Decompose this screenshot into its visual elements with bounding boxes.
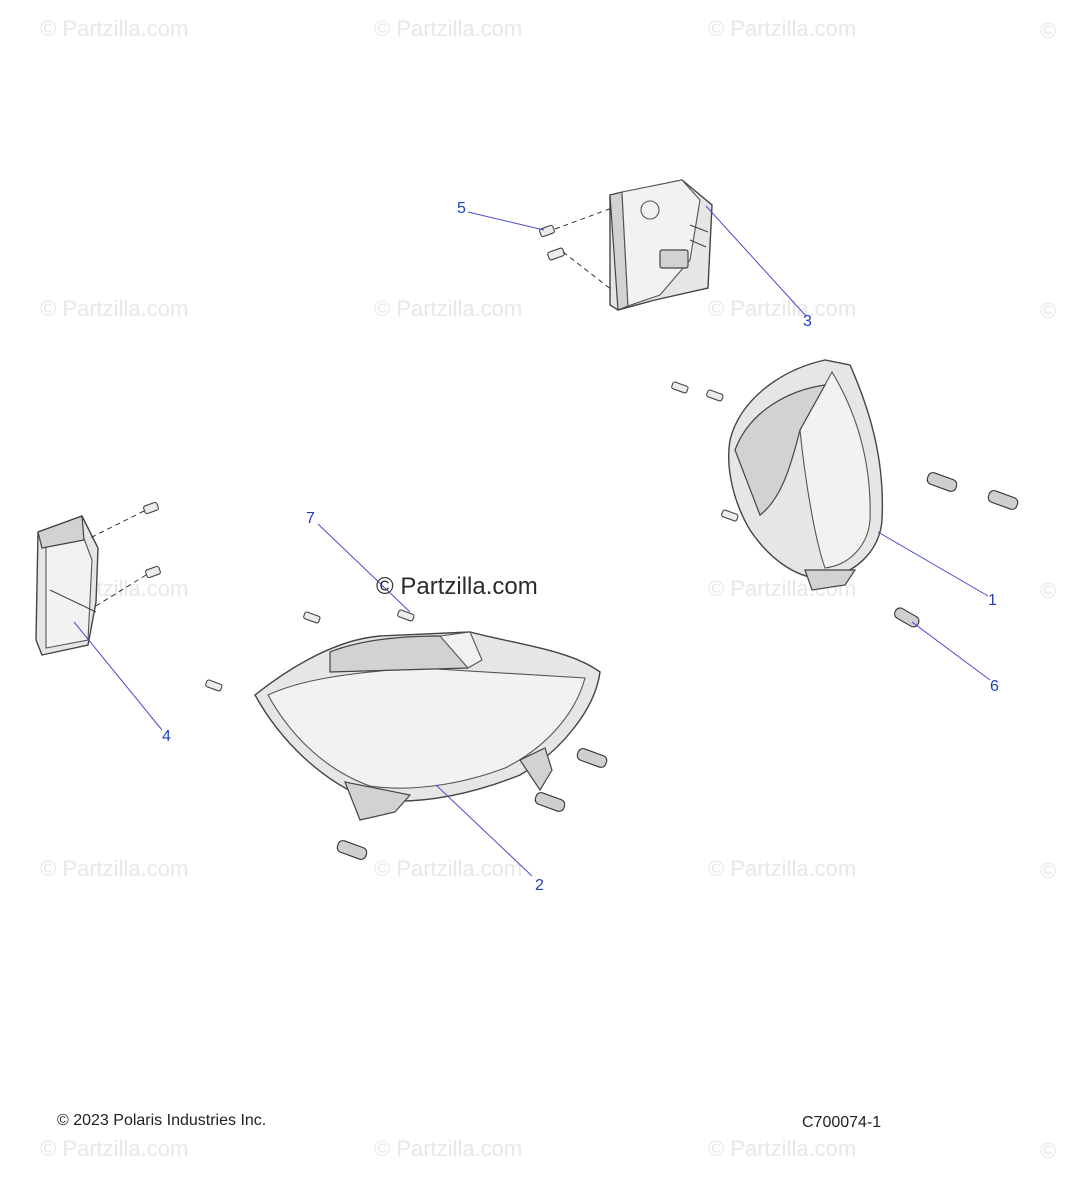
part-1-springs	[926, 472, 1019, 510]
watermark: © Partzilla.com	[708, 1136, 857, 1161]
watermark: © Partzilla.com	[374, 296, 523, 321]
part-2-headlight	[254, 631, 601, 821]
callout-2[interactable]: 2	[535, 877, 544, 894]
drawing-id: C700074-1	[802, 1114, 882, 1131]
watermark: © Partzilla.com	[374, 16, 523, 41]
leader-7	[317, 523, 411, 613]
watermark-edge: ©	[1040, 1138, 1057, 1163]
part-1-headlight	[728, 359, 884, 591]
watermark: © Partzilla.com	[40, 296, 189, 321]
callout-7[interactable]: 7	[306, 510, 315, 527]
callout-3[interactable]: 3	[803, 313, 812, 330]
watermark: © Partzilla.com	[708, 296, 857, 321]
part-2-screws	[205, 609, 415, 692]
leader-2	[435, 784, 533, 877]
center-watermark: © Partzilla.com	[376, 573, 538, 600]
watermark: © Partzilla.com	[40, 16, 189, 41]
watermark: © Partzilla.com	[40, 856, 189, 881]
watermark-edge: ©	[1040, 858, 1057, 883]
watermark: © Partzilla.com	[374, 1136, 523, 1161]
part-4-screws	[143, 501, 161, 579]
leader-6	[911, 621, 991, 681]
part-2-springs	[336, 748, 608, 860]
part-3-lamp	[609, 179, 713, 311]
copyright-text: © 2023 Polaris Industries Inc.	[57, 1112, 267, 1129]
leader-1	[877, 531, 989, 597]
watermark: © Partzilla.com	[708, 856, 857, 881]
callout-5[interactable]: 5	[457, 200, 466, 217]
watermark: © Partzilla.com	[708, 16, 857, 41]
watermark-edge: ©	[1040, 298, 1057, 323]
callout-6[interactable]: 6	[990, 678, 999, 695]
leader-4	[73, 621, 163, 731]
watermark: © Partzilla.com	[40, 1136, 189, 1161]
callout-1[interactable]: 1	[988, 592, 997, 609]
callout-4[interactable]: 4	[162, 728, 171, 745]
part-4-lamp	[35, 515, 99, 656]
watermark-edge: ©	[1040, 578, 1057, 603]
leader-3	[705, 205, 807, 317]
leader-5	[467, 211, 545, 231]
part-5-screw	[539, 224, 565, 261]
part-1-screws	[671, 381, 739, 522]
watermark: © Partzilla.com	[374, 856, 523, 881]
watermark-edge: ©	[1040, 18, 1057, 43]
